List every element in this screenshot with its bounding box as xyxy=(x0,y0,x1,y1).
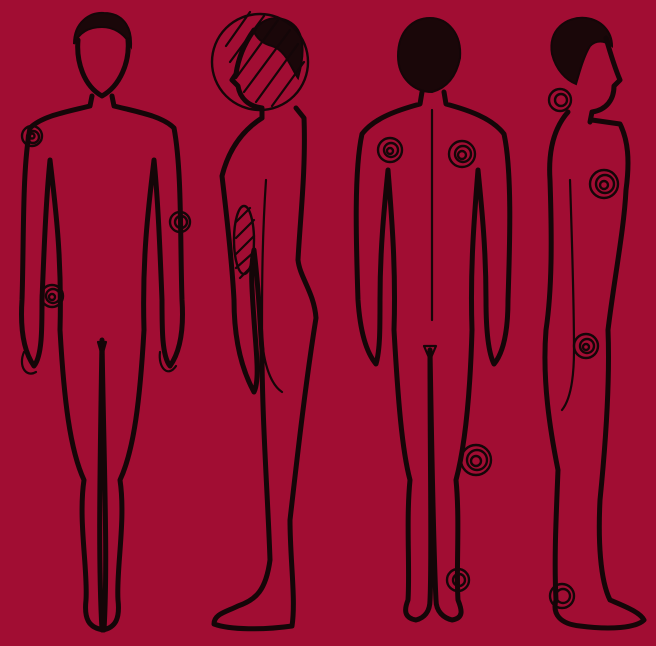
figure-front xyxy=(22,13,191,630)
front-hair xyxy=(74,13,131,46)
side-left-mark-abdomen xyxy=(234,206,254,278)
front-head xyxy=(78,40,129,96)
side-left-arm xyxy=(262,180,282,392)
back-hair xyxy=(398,18,460,92)
back-mark-right-scapula xyxy=(449,141,475,167)
figure-side-left xyxy=(212,12,316,629)
side-right-hair xyxy=(551,18,612,84)
back-mark-left-scapula xyxy=(378,138,402,162)
side-right-mark-chest xyxy=(590,170,618,198)
side-right-body-outline xyxy=(545,112,644,628)
front-body-outline xyxy=(22,96,183,630)
back-mark-calf xyxy=(461,445,491,475)
figure-side-right xyxy=(545,18,644,628)
side-right-mark-forearm xyxy=(574,334,598,358)
side-right-arm xyxy=(562,180,574,410)
figure-back xyxy=(356,18,510,620)
side-right-head xyxy=(590,38,620,122)
side-right-mark-neck xyxy=(549,89,571,111)
